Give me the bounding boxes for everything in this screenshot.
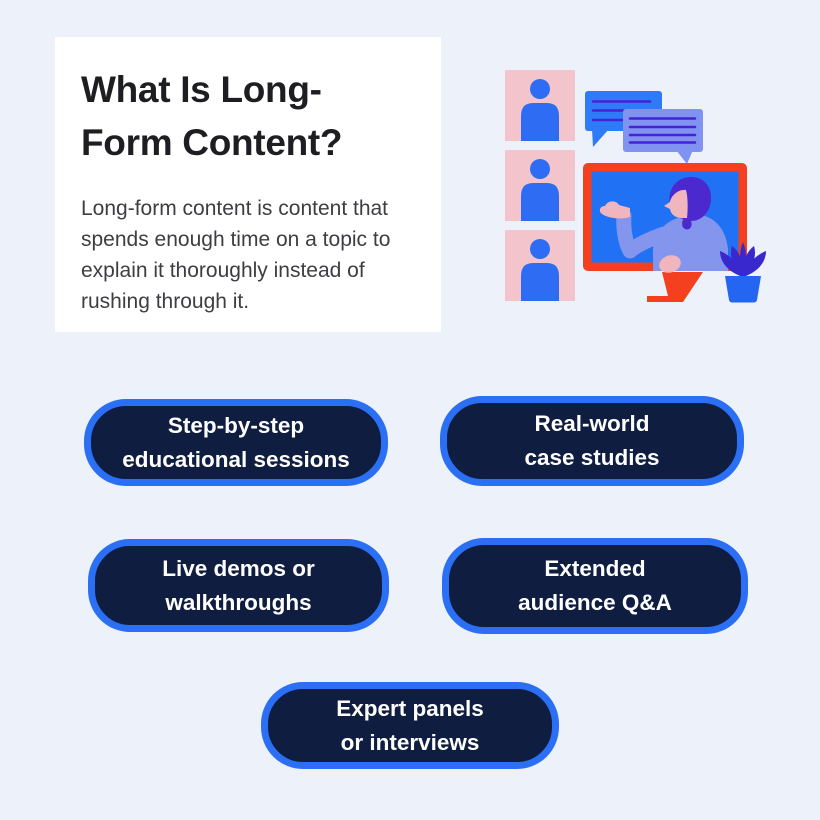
- page-title: What Is Long- Form Content?: [81, 63, 415, 169]
- participant-tile-icon: [505, 230, 575, 301]
- participant-tile-icon: [505, 70, 575, 141]
- page-title-line-1: What Is Long-: [81, 69, 322, 110]
- monitor-presenter-icon: [583, 163, 747, 302]
- presenter: [599, 177, 728, 273]
- pill-label-line: Live demos or: [162, 555, 315, 581]
- pill-extended-qa: Extended audience Q&A: [442, 538, 748, 634]
- chat-bubbles-icon: [585, 91, 703, 164]
- pill-live-demos: Live demos or walkthroughs: [88, 539, 389, 632]
- pill-label-line: Step-by-step: [167, 412, 305, 438]
- pill-label-line: or interviews: [340, 729, 480, 755]
- page-title-line-2: Form Content?: [81, 122, 343, 163]
- pill-label-line: audience Q&A: [518, 590, 672, 615]
- pill-label-line: Extended: [544, 556, 646, 581]
- plant-icon: [720, 242, 766, 303]
- pill-label-line: Real-world: [534, 411, 650, 436]
- card-description: Long-form content is content that spends…: [81, 197, 391, 313]
- pill-label-line: educational sessions: [122, 446, 350, 472]
- video-call-illustration: [505, 70, 766, 303]
- pill-label-line: walkthroughs: [165, 589, 312, 615]
- pill-label-line: case studies: [524, 445, 660, 470]
- pill-step-by-step: Step-by-step educational sessions: [84, 399, 388, 486]
- pill-real-world: Real-world case studies: [440, 396, 744, 486]
- intro-card: What Is Long- Form Content? Long-form co…: [55, 37, 441, 332]
- pill-expert-panels: Expert panels or interviews: [261, 682, 559, 769]
- participant-tile-icon: [505, 150, 575, 221]
- pill-label-line: Expert panels: [336, 695, 484, 721]
